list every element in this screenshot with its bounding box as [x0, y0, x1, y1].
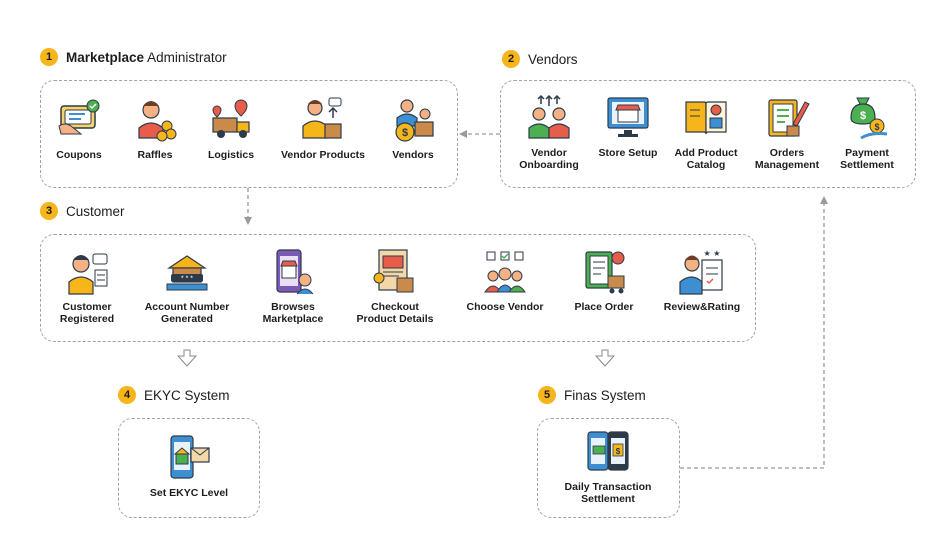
place-order-icon [585, 251, 625, 294]
item-label: Vendors [392, 149, 434, 161]
arrow-customer-to-finas [594, 349, 616, 367]
svg-text:$: $ [874, 122, 879, 132]
section-number-badge: 3 [40, 202, 58, 220]
item-label: Vendor Onboarding [519, 147, 579, 171]
item-label: Customer Registered [59, 301, 115, 325]
ekyc-section-title: 4 EKYC System [118, 386, 230, 404]
item-label: Add Product Catalog [674, 147, 738, 171]
item-label: Daily Transaction Settlement [564, 481, 652, 505]
customer-title: Customer [66, 203, 125, 219]
browses-item: Browses Marketplace [238, 248, 348, 325]
browse-icon [276, 249, 314, 295]
marketplace-section-title: 1 Marketplace Administrator [40, 48, 227, 66]
item-label: Coupons [56, 149, 102, 161]
logistics-icon [212, 99, 250, 138]
place-order-item: Place Order [549, 248, 659, 313]
item-label: Choose Vendor [466, 301, 544, 313]
review-rating-item: ★ ★ Review&Rating [647, 248, 757, 313]
marketplace-title-rest: Administrator [147, 49, 227, 65]
item-label: Raffles [137, 149, 173, 161]
finas-section-title: 5 Finas System [538, 386, 646, 404]
section-number-badge: 2 [502, 50, 520, 68]
customer-section-title: 3 Customer [40, 202, 125, 220]
daily-transaction-item: $ Daily Transaction Settlement [553, 428, 663, 505]
svg-text:$: $ [402, 127, 408, 139]
payment-icon: $ $ [850, 97, 888, 140]
vendors-icon: $ [395, 99, 434, 142]
account-number-item: * * * Account Number Generated [132, 248, 242, 325]
catalog-icon [685, 101, 727, 135]
checkout-item: Checkout Product Details [340, 248, 450, 325]
store-setup-icon [607, 97, 649, 137]
checkout-icon [373, 249, 414, 293]
finas-icon: $ [587, 431, 629, 471]
raffle-icon [138, 101, 177, 142]
item-label: Review&Rating [663, 301, 741, 313]
add-product-catalog-item: Add Product Catalog [651, 94, 761, 171]
marketplace-title-bold: Marketplace [66, 49, 145, 65]
coupons-item: Coupons [24, 96, 134, 161]
orders-management-item: Orders Management [732, 94, 842, 171]
customer-box [40, 234, 756, 342]
arrow-marketplace-to-customer [244, 188, 252, 225]
item-label: Account Number Generated [144, 301, 230, 325]
customer-registered-item: Customer Registered [32, 248, 142, 325]
vendor-products-item: Vendor Products [268, 96, 378, 161]
logistics-item: Logistics [176, 96, 286, 161]
item-label: Store Setup [598, 147, 658, 159]
svg-text:* * *: * * * [181, 276, 193, 283]
finas-box [537, 418, 680, 518]
item-label: Browses Marketplace [262, 301, 324, 325]
section-number-badge: 4 [118, 386, 136, 404]
set-ekyc-level-item: Set EKYC Level [134, 434, 244, 499]
svg-text:★ ★: ★ ★ [704, 249, 721, 258]
ekyc-box [118, 418, 260, 518]
choose-vendor-icon [484, 251, 526, 293]
payment-settlement-item: $ $ Payment Settlement [812, 94, 922, 171]
review-icon: ★ ★ [679, 249, 723, 295]
item-label: Logistics [207, 149, 255, 161]
item-label: Orders Management [754, 147, 820, 171]
svg-text:$: $ [860, 110, 866, 122]
vendors-box [500, 80, 916, 188]
finas-title: Finas System [564, 387, 646, 403]
customer-icon [68, 253, 108, 295]
vendor-products-icon [302, 97, 342, 139]
onboarding-icon [528, 94, 570, 139]
raffles-item: Raffles [100, 96, 210, 161]
marketplace-box [40, 80, 458, 188]
section-number-badge: 1 [40, 48, 58, 66]
choose-vendor-item: Choose Vendor [450, 248, 560, 313]
item-label: Vendor Products [280, 149, 365, 161]
arrow-vendors-to-marketplace [459, 130, 500, 138]
vendor-onboarding-item: Vendor Onboarding [494, 94, 604, 171]
section-number-badge: 5 [538, 386, 556, 404]
item-label: Set EKYC Level [149, 487, 229, 499]
arrow-finas-to-vendors [680, 196, 828, 469]
ekyc-icon [170, 435, 210, 479]
coupon-icon [58, 99, 100, 135]
item-label: Payment Settlement [840, 147, 894, 171]
store-setup-item: Store Setup [573, 94, 683, 159]
svg-text:$: $ [616, 447, 621, 456]
arrow-customer-to-ekyc [176, 349, 198, 367]
account-icon: * * * [166, 255, 208, 291]
orders-icon [768, 99, 810, 137]
ekyc-title: EKYC System [144, 387, 230, 403]
vendors-item: $ Vendors [358, 96, 468, 161]
vendors-section-title: 2 Vendors [502, 50, 578, 68]
item-label: Checkout Product Details [356, 301, 434, 325]
vendors-title: Vendors [528, 51, 578, 67]
item-label: Place Order [574, 301, 634, 313]
